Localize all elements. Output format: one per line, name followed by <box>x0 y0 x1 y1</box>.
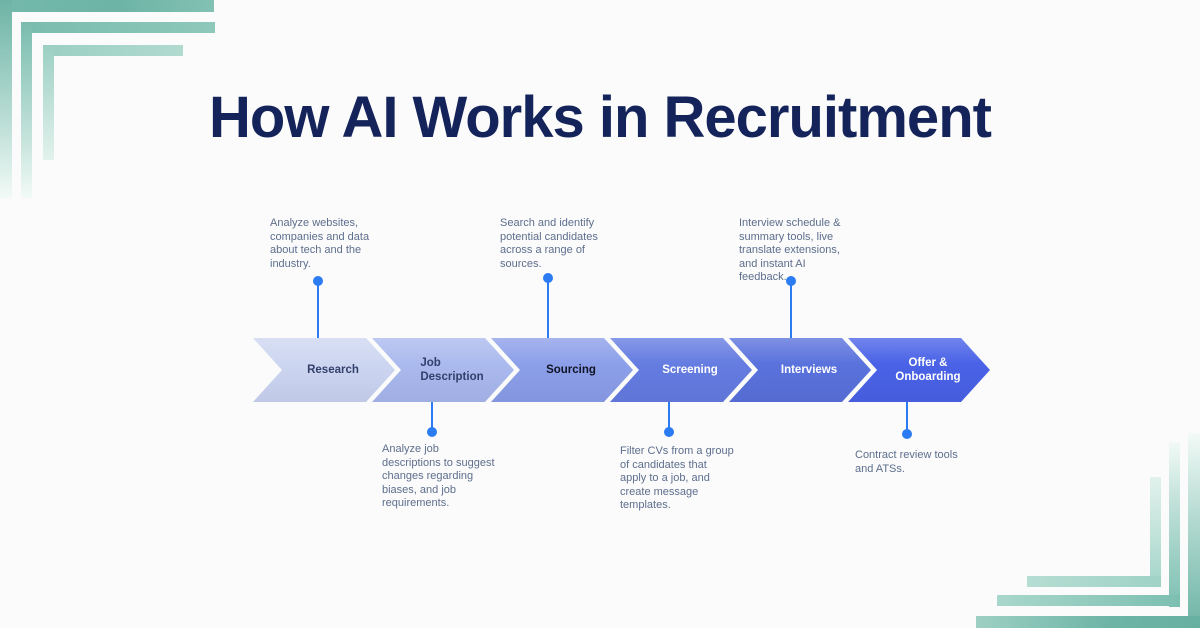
corner-bracket-top-left-outer-vertical <box>0 0 12 198</box>
step-label-job-description: Job Description <box>420 356 483 384</box>
annotation-line: of candidates that <box>620 458 707 471</box>
step-label-line: Interviews <box>780 364 838 376</box>
step-label-line: Screening <box>662 364 718 376</box>
connector-line-research <box>317 281 319 338</box>
connector-line-job-description <box>431 402 433 430</box>
annotation-line: translate extensions, <box>739 244 840 256</box>
annotation-line: requirements. <box>382 497 450 509</box>
annotation-line: changes regarding <box>382 470 474 482</box>
corner-bracket-bottom-right-outer-vertical <box>1188 433 1200 628</box>
annotation-line: Interview schedule & <box>739 217 841 229</box>
corner-bracket-top-left-inner-vertical <box>43 45 54 160</box>
annotation-line: feedback. <box>739 271 787 283</box>
step-label-offer-onboarding: Offer & Onboarding <box>895 356 960 384</box>
annotation-line: across a range of <box>500 244 585 256</box>
corner-bracket-top-left-middle-vertical <box>21 22 32 198</box>
annotation-line: and instant AI <box>739 257 806 270</box>
annotation-line: industry. <box>270 257 311 270</box>
corner-bracket-top-left-outer-horizontal <box>0 0 214 12</box>
annotation-line: sources. <box>500 257 542 270</box>
annotation-job-description: Analyze job descriptions to suggest chan… <box>382 443 495 511</box>
connector-dot-screening <box>664 427 674 437</box>
corner-bracket-bottom-right-middle-vertical <box>1169 442 1180 607</box>
annotation-offer-onboarding: Contract review tools and ATSs. <box>855 449 958 476</box>
annotation-line: about tech and the <box>270 244 362 256</box>
step-label-line: Sourcing <box>546 364 596 376</box>
step-label-research: Research <box>307 363 359 377</box>
step-label-line: Onboarding <box>895 371 961 383</box>
annotation-line: Analyze websites, <box>270 217 359 229</box>
step-label-interviews: Interviews <box>781 363 837 377</box>
step-label-line: Offer & <box>908 357 948 369</box>
annotation-line: create message <box>620 485 699 498</box>
page-title: How AI Works in Recruitment <box>209 85 992 150</box>
annotation-line: Search and identify <box>500 217 595 229</box>
annotation-line: Filter CVs from a group <box>620 445 734 457</box>
connector-dot-job-description <box>427 427 437 437</box>
annotation-line: potential candidates <box>500 230 598 243</box>
step-label-line: Research <box>307 364 359 376</box>
annotation-line: companies and data <box>270 230 370 243</box>
annotation-research: Analyze websites, companies and data abo… <box>270 217 369 271</box>
annotation-line: templates. <box>620 499 671 511</box>
corner-bracket-top-left-middle-horizontal <box>21 22 215 33</box>
connector-line-sourcing <box>547 278 549 338</box>
annotation-line: and ATSs. <box>855 462 905 475</box>
annotation-sourcing: Search and identify potential candidates… <box>500 217 598 271</box>
annotation-screening: Filter CVs from a group of candidates th… <box>620 445 734 513</box>
annotation-line: biases, and job <box>382 483 456 496</box>
step-arrow-screening: Screening <box>610 338 752 402</box>
step-label-line: Job <box>420 357 441 369</box>
corner-bracket-top-left-inner-horizontal <box>43 45 183 56</box>
annotation-line: summary tools, live <box>739 230 834 243</box>
connector-dot-offer-onboarding <box>902 429 912 439</box>
annotation-line: apply to a job, and <box>620 472 710 484</box>
annotation-line: Contract review tools <box>855 449 958 461</box>
annotation-interviews: Interview schedule & summary tools, live… <box>739 217 841 285</box>
corner-bracket-bottom-right-middle-horizontal <box>997 595 1180 606</box>
corner-bracket-bottom-right-outer-horizontal <box>976 616 1200 628</box>
connector-line-interviews <box>790 281 792 338</box>
step-arrow-research: Research <box>253 338 395 402</box>
corner-bracket-bottom-right-inner-vertical <box>1150 477 1161 587</box>
step-label-line: Description <box>420 371 484 383</box>
connector-line-screening <box>668 402 670 430</box>
step-label-sourcing: Sourcing <box>546 363 596 377</box>
connector-line-offer-onboarding <box>906 402 908 430</box>
corner-bracket-bottom-right-inner-horizontal <box>1027 576 1161 587</box>
step-label-screening: Screening <box>662 363 718 377</box>
annotation-line: descriptions to suggest <box>382 456 495 469</box>
annotation-line: Analyze job <box>382 443 439 455</box>
